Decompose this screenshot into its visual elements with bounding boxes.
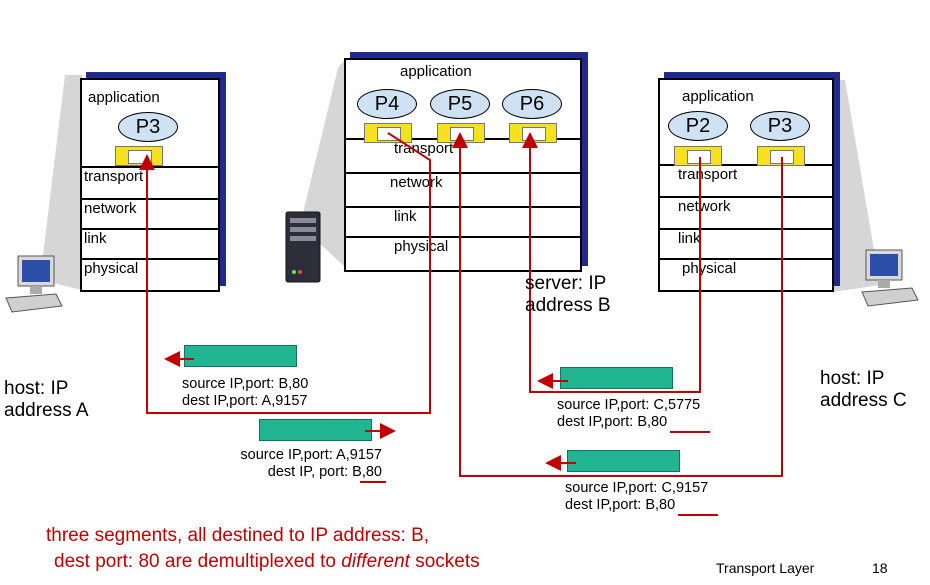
segment-c5775-label: source IP,port: C,5775 dest IP,port: B,8… bbox=[557, 397, 700, 431]
host-c-caption-line1: host: IP bbox=[820, 368, 885, 389]
host-a-computer-icon bbox=[5, 255, 63, 313]
segment-c9157-source: source IP,port: C,9157 bbox=[565, 480, 709, 496]
server-app-label: application bbox=[400, 63, 472, 80]
server-link: link bbox=[346, 206, 580, 236]
segment-a-to-b-label: source IP,port: A,9157 dest IP, port: B,… bbox=[217, 447, 382, 481]
server-process-p4: P4 bbox=[357, 89, 417, 119]
path-host-c-p3-to-server-p5 bbox=[452, 132, 783, 477]
segment-a-to-b-dest: dest IP, port: B,80 bbox=[267, 464, 382, 480]
segment-b-to-a-source: source IP,port: B,80 bbox=[182, 376, 309, 392]
demux-note-line2-b: sockets bbox=[409, 551, 480, 572]
server-b-caption-line2: address B bbox=[525, 295, 611, 316]
host-c-physical: physical bbox=[660, 258, 832, 290]
host-c-socket-p2 bbox=[674, 146, 722, 166]
server-process-p5: P5 bbox=[430, 89, 490, 119]
segment-c9157-dest: dest IP,port: B,80 bbox=[565, 497, 676, 513]
demux-note-line2-a: dest port: 80 are demultiplexed to bbox=[54, 551, 342, 572]
demux-note: three segments, all destined to IP addre… bbox=[46, 523, 480, 575]
host-a-link: link bbox=[82, 228, 218, 258]
server-tower-icon bbox=[285, 211, 321, 283]
host-c-app-label: application bbox=[682, 88, 754, 105]
host-a-process-p3: P3 bbox=[118, 112, 178, 142]
demux-note-line1: three segments, all destined to IP addre… bbox=[46, 525, 430, 546]
host-c-process-p2: P2 bbox=[668, 111, 728, 141]
segment-c5775-source: source IP,port: C,5775 bbox=[557, 397, 701, 413]
host-a-app-label: application bbox=[88, 89, 160, 106]
footer-section: Transport Layer bbox=[716, 560, 815, 576]
segment-c5775-dest: dest IP,port: B,80 bbox=[557, 414, 668, 430]
host-a-fan bbox=[40, 75, 82, 290]
server-b-caption: server: IP address B bbox=[525, 273, 611, 317]
host-c-stack: application transport network link physi… bbox=[658, 78, 834, 292]
segment-a-to-b-source: source IP,port: A,9157 bbox=[240, 447, 382, 463]
path-server-to-host-a bbox=[139, 132, 431, 414]
path-host-c-p2-to-server-p6 bbox=[522, 132, 701, 393]
host-c-caption: host: IP address C bbox=[820, 368, 907, 412]
host-c-process-p3: P3 bbox=[750, 111, 810, 141]
host-a-physical: physical bbox=[82, 258, 218, 290]
segment-b-to-a-label: source IP,port: B,80 dest IP,port: A,915… bbox=[182, 376, 308, 410]
segment-c5775-to-b bbox=[560, 367, 673, 389]
host-a-caption-line1: host: IP bbox=[4, 378, 69, 399]
demux-note-emphasis: different bbox=[341, 551, 410, 572]
host-c-network: network bbox=[660, 196, 832, 228]
host-c-transport: transport bbox=[660, 164, 832, 196]
demux-note-line2: dest port: 80 are demultiplexed to diffe… bbox=[46, 549, 480, 575]
host-c-caption-line2: address C bbox=[820, 390, 907, 411]
segment-c9157-label: source IP,port: C,9157 dest IP,port: B,8… bbox=[565, 480, 708, 514]
footer-page-number: 18 bbox=[872, 560, 888, 576]
segment-b-to-a-dest: dest IP,port: A,9157 bbox=[182, 393, 308, 409]
host-c-computer-icon bbox=[861, 249, 919, 307]
server-process-p6: P6 bbox=[502, 89, 562, 119]
server-physical: physical bbox=[346, 236, 580, 270]
host-a-caption: host: IP address A bbox=[4, 378, 89, 422]
segment-b-to-a bbox=[184, 345, 297, 367]
server-b-caption-line1: server: IP bbox=[525, 273, 607, 294]
segment-c9157-to-b bbox=[567, 450, 680, 472]
host-a-caption-line2: address A bbox=[4, 400, 89, 421]
host-c-link: link bbox=[660, 228, 832, 258]
host-c-fan bbox=[833, 80, 880, 292]
host-a-network: network bbox=[82, 198, 218, 228]
